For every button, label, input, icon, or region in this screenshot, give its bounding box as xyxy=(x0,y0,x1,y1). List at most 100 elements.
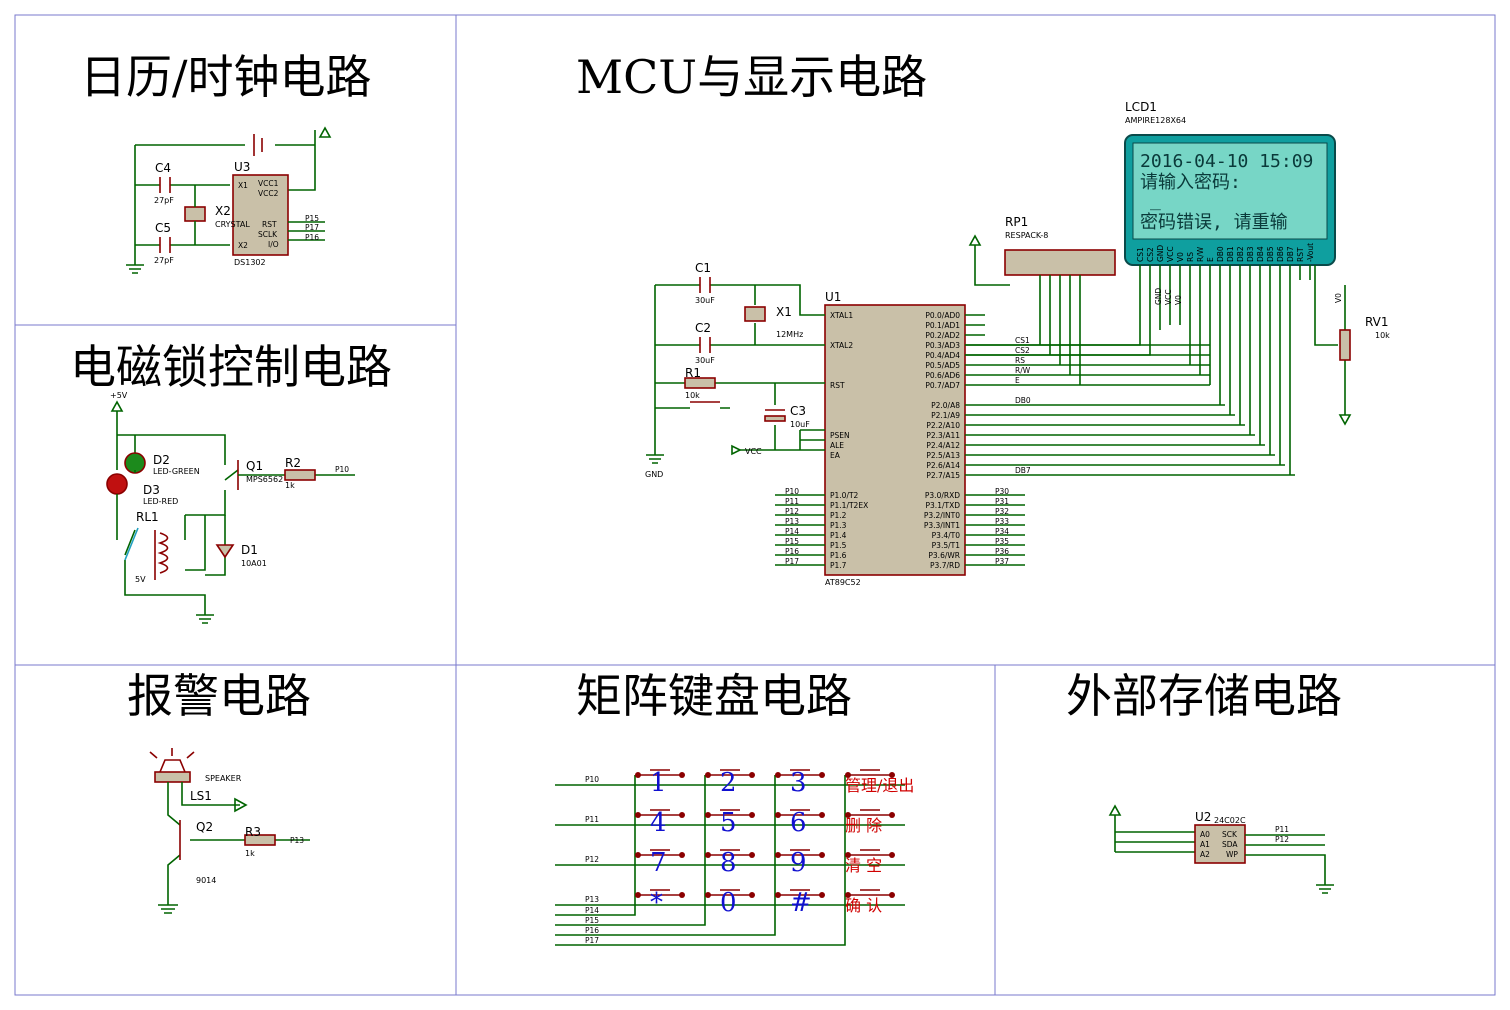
r3-value: 1k xyxy=(245,849,255,858)
key-contact xyxy=(635,772,641,778)
lcd-line-2: 请输入密码: xyxy=(1140,172,1241,193)
keypad-col-net: P16 xyxy=(585,926,599,935)
u1-ref: U1 xyxy=(825,290,841,304)
c4-value: 27pF xyxy=(154,196,174,205)
u1-p1-net: P16 xyxy=(785,547,799,556)
key-label: 确 认 xyxy=(845,896,882,915)
storage-net-p12: P12 xyxy=(1275,835,1289,844)
u1-right-pin: P0.0/AD0 xyxy=(925,311,960,320)
u1-right-pin: P0.6/AD6 xyxy=(925,371,960,380)
u1-p3-net: P35 xyxy=(995,537,1009,546)
u1-right-pin: P2.6/A14 xyxy=(926,461,960,470)
vcc-label: VCC xyxy=(745,447,762,456)
key-contact xyxy=(749,892,755,898)
u2-pin-wp: WP xyxy=(1226,850,1238,859)
u2-pin-sda: SDA xyxy=(1222,840,1238,849)
key-label: 2 xyxy=(720,768,737,798)
u1-type: AT89C52 xyxy=(825,578,861,587)
lcd-cs-wire xyxy=(965,280,1141,346)
storage-circuit: U2 24C02C A0 A1 A2 SCK SDA WP P11 P12 xyxy=(1108,804,1334,894)
key-label: 0 xyxy=(720,888,737,918)
rv1-net-v0: V0 xyxy=(1334,293,1343,303)
keypad-row-net: P10 xyxy=(585,775,599,784)
title-keypad-circuit: 矩阵键盘电路 xyxy=(576,669,852,723)
clock-net-p17: P17 xyxy=(305,223,319,232)
lcd-net-vcc: VCC xyxy=(1164,289,1173,305)
key-contact xyxy=(775,852,781,858)
u3-pin-vcc2: VCC2 xyxy=(258,189,279,198)
u1-p1-net: P13 xyxy=(785,517,799,526)
c2-value: 30uF xyxy=(695,356,715,365)
panel-borders xyxy=(14,14,1496,996)
u1-right-pin: P3.5/T1 xyxy=(932,541,961,550)
lcd-pin: DB7 xyxy=(1286,246,1295,262)
key-switch xyxy=(780,849,820,856)
u1-left-pin: XTAL2 xyxy=(830,341,853,350)
u1-right-pin: P2.4/A12 xyxy=(926,441,960,450)
lock-plus5v: +5V xyxy=(110,391,128,400)
keypad-col-net: P15 xyxy=(585,916,599,925)
lcd-pin: R/W xyxy=(1196,246,1205,262)
r2-value: 1k xyxy=(285,481,295,490)
u1-p0-net: CS1 xyxy=(1015,336,1030,345)
u1-left-pin: P1.6 xyxy=(830,551,847,560)
key-contact xyxy=(749,772,755,778)
lcd-pin: DB0 xyxy=(1216,246,1225,262)
key-contact xyxy=(635,852,641,858)
u1-p1-net: P15 xyxy=(785,537,799,546)
d3-type: LED-RED xyxy=(143,497,178,506)
u1-p3-net: P30 xyxy=(995,487,1009,496)
key-label: 5 xyxy=(720,808,737,838)
rv1-value: 10k xyxy=(1375,331,1390,340)
key-switch xyxy=(850,889,890,896)
u2-type: 24C02C xyxy=(1214,816,1246,825)
alarm-net-p13: P13 xyxy=(290,836,304,845)
key-switch xyxy=(640,769,680,776)
r3-ref: R3 xyxy=(245,825,261,839)
key-switch xyxy=(780,889,820,896)
key-label: 删 除 xyxy=(845,816,882,835)
c1-ref: C1 xyxy=(695,261,711,275)
key-switch xyxy=(710,849,750,856)
keypad-col-wire xyxy=(555,775,776,936)
q2-ref: Q2 xyxy=(196,820,213,834)
u1-p1-net: P14 xyxy=(785,527,799,536)
lcd-pin: DB1 xyxy=(1226,246,1235,262)
lcd-pin: CS1 xyxy=(1136,247,1145,262)
u1-right-pin: P3.2/INT0 xyxy=(924,511,960,520)
rv1-ref: RV1 xyxy=(1365,315,1389,329)
key-label: * xyxy=(650,888,663,918)
c5-ref: C5 xyxy=(155,221,171,235)
u1-right-pin: P2.5/A13 xyxy=(926,451,960,460)
speaker-type: SPEAKER xyxy=(205,774,242,783)
u3-pin-io: I/O xyxy=(268,240,279,249)
u1-left-pin: P1.4 xyxy=(830,531,847,540)
keypad-col-net: P17 xyxy=(585,936,599,945)
ls1-ref: LS1 xyxy=(190,789,212,803)
lcd-pin: CS2 xyxy=(1146,247,1155,262)
u1-p1-net: P10 xyxy=(785,487,799,496)
lock-net-p10: P10 xyxy=(335,465,349,474)
u1-left-pins: XTAL1XTAL2RSTPSENALEEAP1.0/T2P1.1/T2EXP1… xyxy=(830,311,868,570)
mcu-display-circuit: C1 30uF C2 30uF X1 12MHz R1 10k C3 10uF … xyxy=(645,100,1390,587)
x2-ref: X2 xyxy=(215,204,231,218)
u2-pin-a2: A2 xyxy=(1200,850,1210,859)
lcd-pin: DB4 xyxy=(1256,246,1265,262)
d1-type: 10A01 xyxy=(241,559,267,568)
u1-right-pin: P0.1/AD1 xyxy=(925,321,960,330)
u2-pin-a1: A1 xyxy=(1200,840,1210,849)
c5-value: 27pF xyxy=(154,256,174,265)
u1-right-pin: P0.3/AD3 xyxy=(925,341,960,350)
u1-right-pin: P2.7/A15 xyxy=(926,471,960,480)
u1-right-pin: P3.4/T0 xyxy=(932,531,961,540)
lcd-wiring xyxy=(965,265,1311,475)
lcd-pin: V0 xyxy=(1176,252,1185,262)
title-alarm-circuit: 报警电路 xyxy=(127,669,311,723)
lcd-pin: DB3 xyxy=(1246,246,1255,262)
key-contact xyxy=(845,852,851,858)
u1-p3-net: P33 xyxy=(995,517,1009,526)
key-contact xyxy=(845,812,851,818)
keypad-row-net: P12 xyxy=(585,855,599,864)
u3-pin-x2: X2 xyxy=(238,241,248,250)
